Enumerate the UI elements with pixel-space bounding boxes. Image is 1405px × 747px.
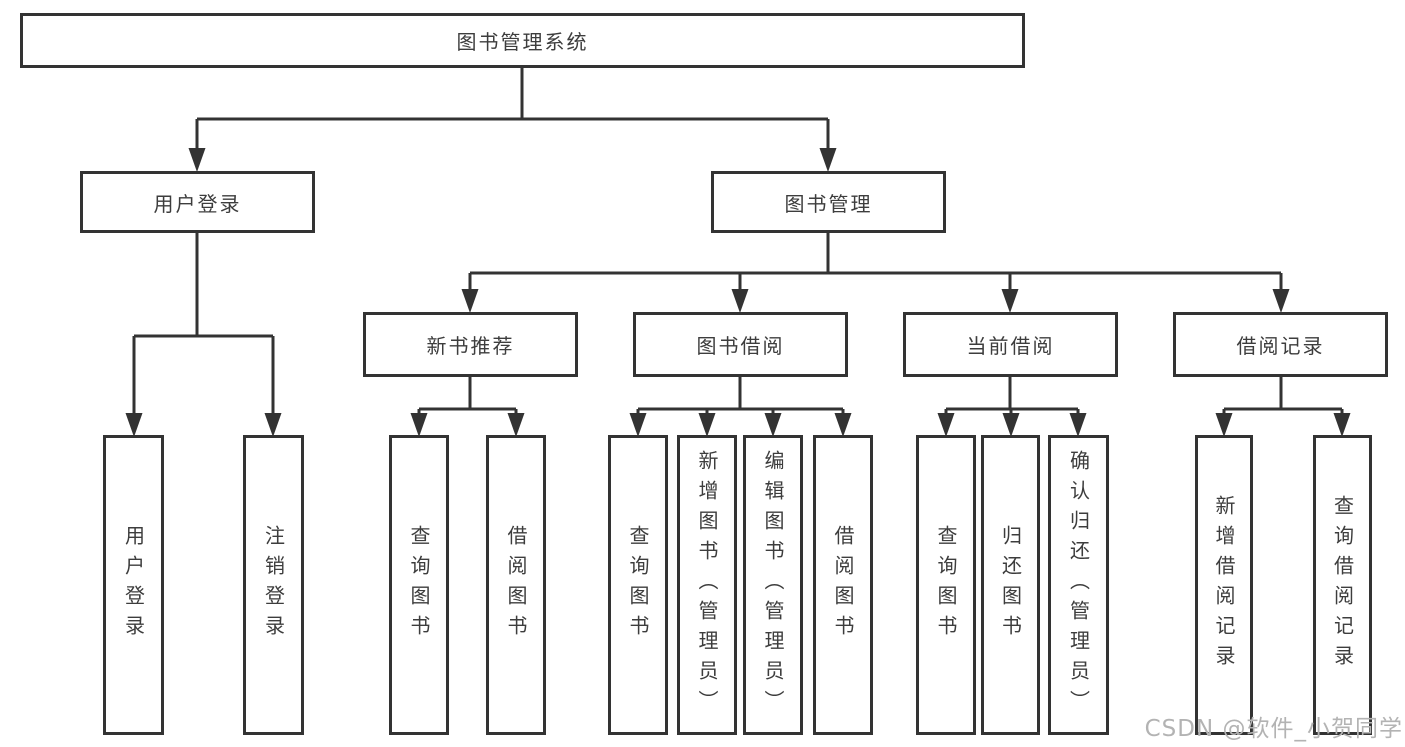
leaf-user-login: 用户登录	[103, 435, 164, 735]
node-book-management: 图书管理	[711, 171, 946, 233]
node-current-borrowing: 当前借阅	[903, 312, 1118, 377]
arrow-down-icon	[629, 413, 647, 437]
leaf-edit-books-admin: 编辑图书（管理员）	[743, 435, 803, 735]
leaf-label: 查询借阅记录	[1330, 495, 1355, 675]
leaf-query-books-borrowing: 查询图书	[608, 435, 668, 735]
node-label: 当前借阅	[966, 334, 1055, 358]
leaf-confirm-return-admin: 确认归还（管理员）	[1048, 435, 1109, 735]
leaf-return-books: 归还图书	[981, 435, 1040, 735]
leaf-label: 注销登录	[261, 525, 286, 645]
leaf-label: 编辑图书（管理员）	[761, 450, 785, 720]
leaf-label: 新增图书（管理员）	[695, 450, 719, 720]
leaf-label: 查询图书	[407, 525, 431, 645]
leaf-label: 查询图书	[626, 525, 650, 645]
arrow-down-icon	[1333, 413, 1351, 437]
arrow-down-icon	[764, 413, 782, 437]
arrow-down-icon	[1215, 413, 1233, 437]
leaf-add-books-admin: 新增图书（管理员）	[677, 435, 737, 735]
leaf-label: 用户登录	[121, 525, 146, 645]
node-borrowing-records: 借阅记录	[1173, 312, 1388, 377]
arrow-down-icon	[264, 413, 282, 437]
arrow-down-icon	[461, 289, 479, 313]
arrow-down-icon	[1069, 413, 1087, 437]
leaf-query-borrow-record: 查询借阅记录	[1313, 435, 1372, 735]
leaf-label: 归还图书	[998, 525, 1023, 645]
node-label: 用户登录	[153, 191, 242, 216]
leaf-label: 借阅图书	[504, 525, 528, 645]
node-library-system: 图书管理系统	[20, 13, 1025, 68]
leaf-query-books-current: 查询图书	[916, 435, 976, 735]
arrow-down-icon	[819, 148, 837, 172]
arrow-down-icon	[937, 413, 955, 437]
arrow-down-icon	[188, 148, 206, 172]
node-label: 图书管理系统	[456, 30, 589, 54]
leaf-logout: 注销登录	[243, 435, 304, 735]
arrow-down-icon	[1001, 289, 1019, 313]
arrow-down-icon	[507, 413, 525, 437]
node-new-book-recommend: 新书推荐	[363, 312, 578, 377]
leaf-label: 借阅图书	[831, 525, 855, 645]
leaf-borrow-books-borrowing: 借阅图书	[813, 435, 873, 735]
arrow-down-icon	[410, 413, 428, 437]
leaf-label: 新增借阅记录	[1212, 495, 1236, 675]
node-book-borrowing: 图书借阅	[633, 312, 848, 377]
arrow-down-icon	[1272, 289, 1290, 313]
node-label: 借阅记录	[1236, 334, 1325, 358]
leaf-add-borrow-record: 新增借阅记录	[1195, 435, 1253, 735]
watermark: CSDN @软件_小贺同学	[1144, 716, 1403, 742]
node-label: 图书管理	[784, 191, 873, 216]
leaf-query-books-recommend: 查询图书	[389, 435, 449, 735]
arrow-down-icon	[834, 413, 852, 437]
arrow-down-icon	[125, 413, 143, 437]
node-label: 图书借阅	[696, 334, 785, 358]
leaf-label: 确认归还（管理员）	[1066, 450, 1091, 720]
leaf-borrow-books-recommend: 借阅图书	[486, 435, 546, 735]
arrow-down-icon	[1002, 413, 1020, 437]
arrow-down-icon	[698, 413, 716, 437]
node-label: 新书推荐	[426, 334, 515, 358]
leaf-label: 查询图书	[934, 525, 958, 645]
arrow-down-icon	[731, 289, 749, 313]
node-user-login: 用户登录	[80, 171, 315, 233]
